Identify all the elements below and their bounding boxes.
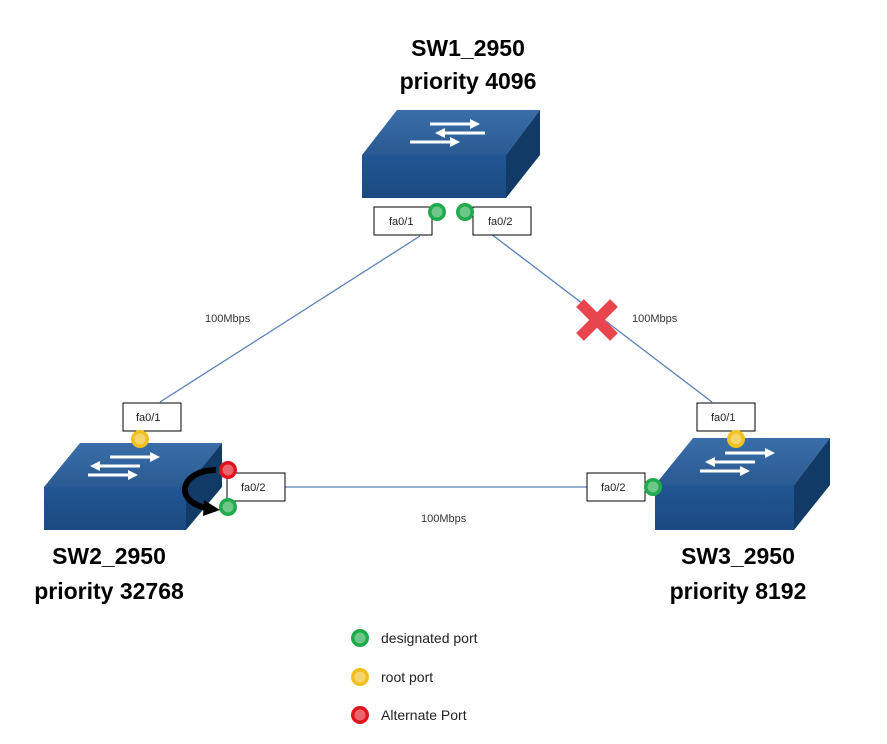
sw3-priority: priority 8192 <box>670 578 807 604</box>
link-sw2-sw3-speed: 100Mbps <box>421 513 467 525</box>
designated-port-indicator-sw1-fa02 <box>456 203 474 221</box>
legend-root-label: root port <box>381 669 433 685</box>
designated-port-indicator-sw1-fa01 <box>428 203 446 221</box>
switch-sw2[interactable] <box>44 443 222 530</box>
x-mark-icon <box>576 299 618 341</box>
link-sw1-sw2-speed: 100Mbps <box>205 313 251 325</box>
switch-sw1[interactable] <box>362 110 540 198</box>
port-sw3-fa01[interactable]: fa0/1 <box>696 402 756 432</box>
designated-port-legend-icon <box>351 629 369 647</box>
port-sw3-fa02[interactable]: fa0/2 <box>586 472 646 502</box>
root-port-indicator-sw2-fa01 <box>131 430 149 448</box>
link-sw1-sw2 <box>159 235 421 403</box>
designated-port-indicator-sw3-fa02 <box>644 478 662 496</box>
root-port-indicator-sw3-fa01 <box>727 430 745 448</box>
legend: designated port root port Alternate Port <box>351 629 478 724</box>
link-sw1-sw3-speed: 100Mbps <box>632 313 678 325</box>
sw2-priority: priority 32768 <box>34 578 184 604</box>
port-sw3-fa02-label: fa0/2 <box>601 482 625 494</box>
switch-icon <box>655 438 830 530</box>
designated-port-indicator-sw2-fa02 <box>219 498 237 516</box>
switch-icon <box>44 443 222 530</box>
port-sw3-fa01-label: fa0/1 <box>711 412 735 424</box>
sw1-name: SW1_2950 <box>411 35 525 61</box>
port-sw1-fa01-label: fa0/1 <box>389 216 413 228</box>
alternate-port-legend-icon <box>351 706 369 724</box>
alternate-port-indicator-sw2-fa02 <box>219 461 237 479</box>
switch-icon <box>362 110 540 198</box>
port-sw2-fa02[interactable]: fa0/2 <box>226 472 286 502</box>
legend-alternate-label: Alternate Port <box>381 707 467 723</box>
switch-sw3[interactable] <box>655 438 830 530</box>
sw3-name: SW3_2950 <box>681 543 795 569</box>
legend-item-designated: designated port <box>351 629 478 647</box>
port-sw1-fa01[interactable]: fa0/1 <box>373 206 433 236</box>
port-sw1-fa02-label: fa0/2 <box>488 216 512 228</box>
legend-item-root: root port <box>351 668 433 686</box>
legend-item-alternate: Alternate Port <box>351 706 467 724</box>
root-port-legend-icon <box>351 668 369 686</box>
port-sw2-fa02-label: fa0/2 <box>241 482 265 494</box>
legend-designated-label: designated port <box>381 630 478 646</box>
port-sw2-fa01[interactable]: fa0/1 <box>122 402 182 432</box>
port-sw2-fa01-label: fa0/1 <box>136 412 160 424</box>
sw1-priority: priority 4096 <box>400 68 537 94</box>
sw2-name: SW2_2950 <box>52 543 166 569</box>
curved-arrow-icon <box>182 467 220 516</box>
port-sw1-fa02[interactable]: fa0/2 <box>472 206 532 236</box>
